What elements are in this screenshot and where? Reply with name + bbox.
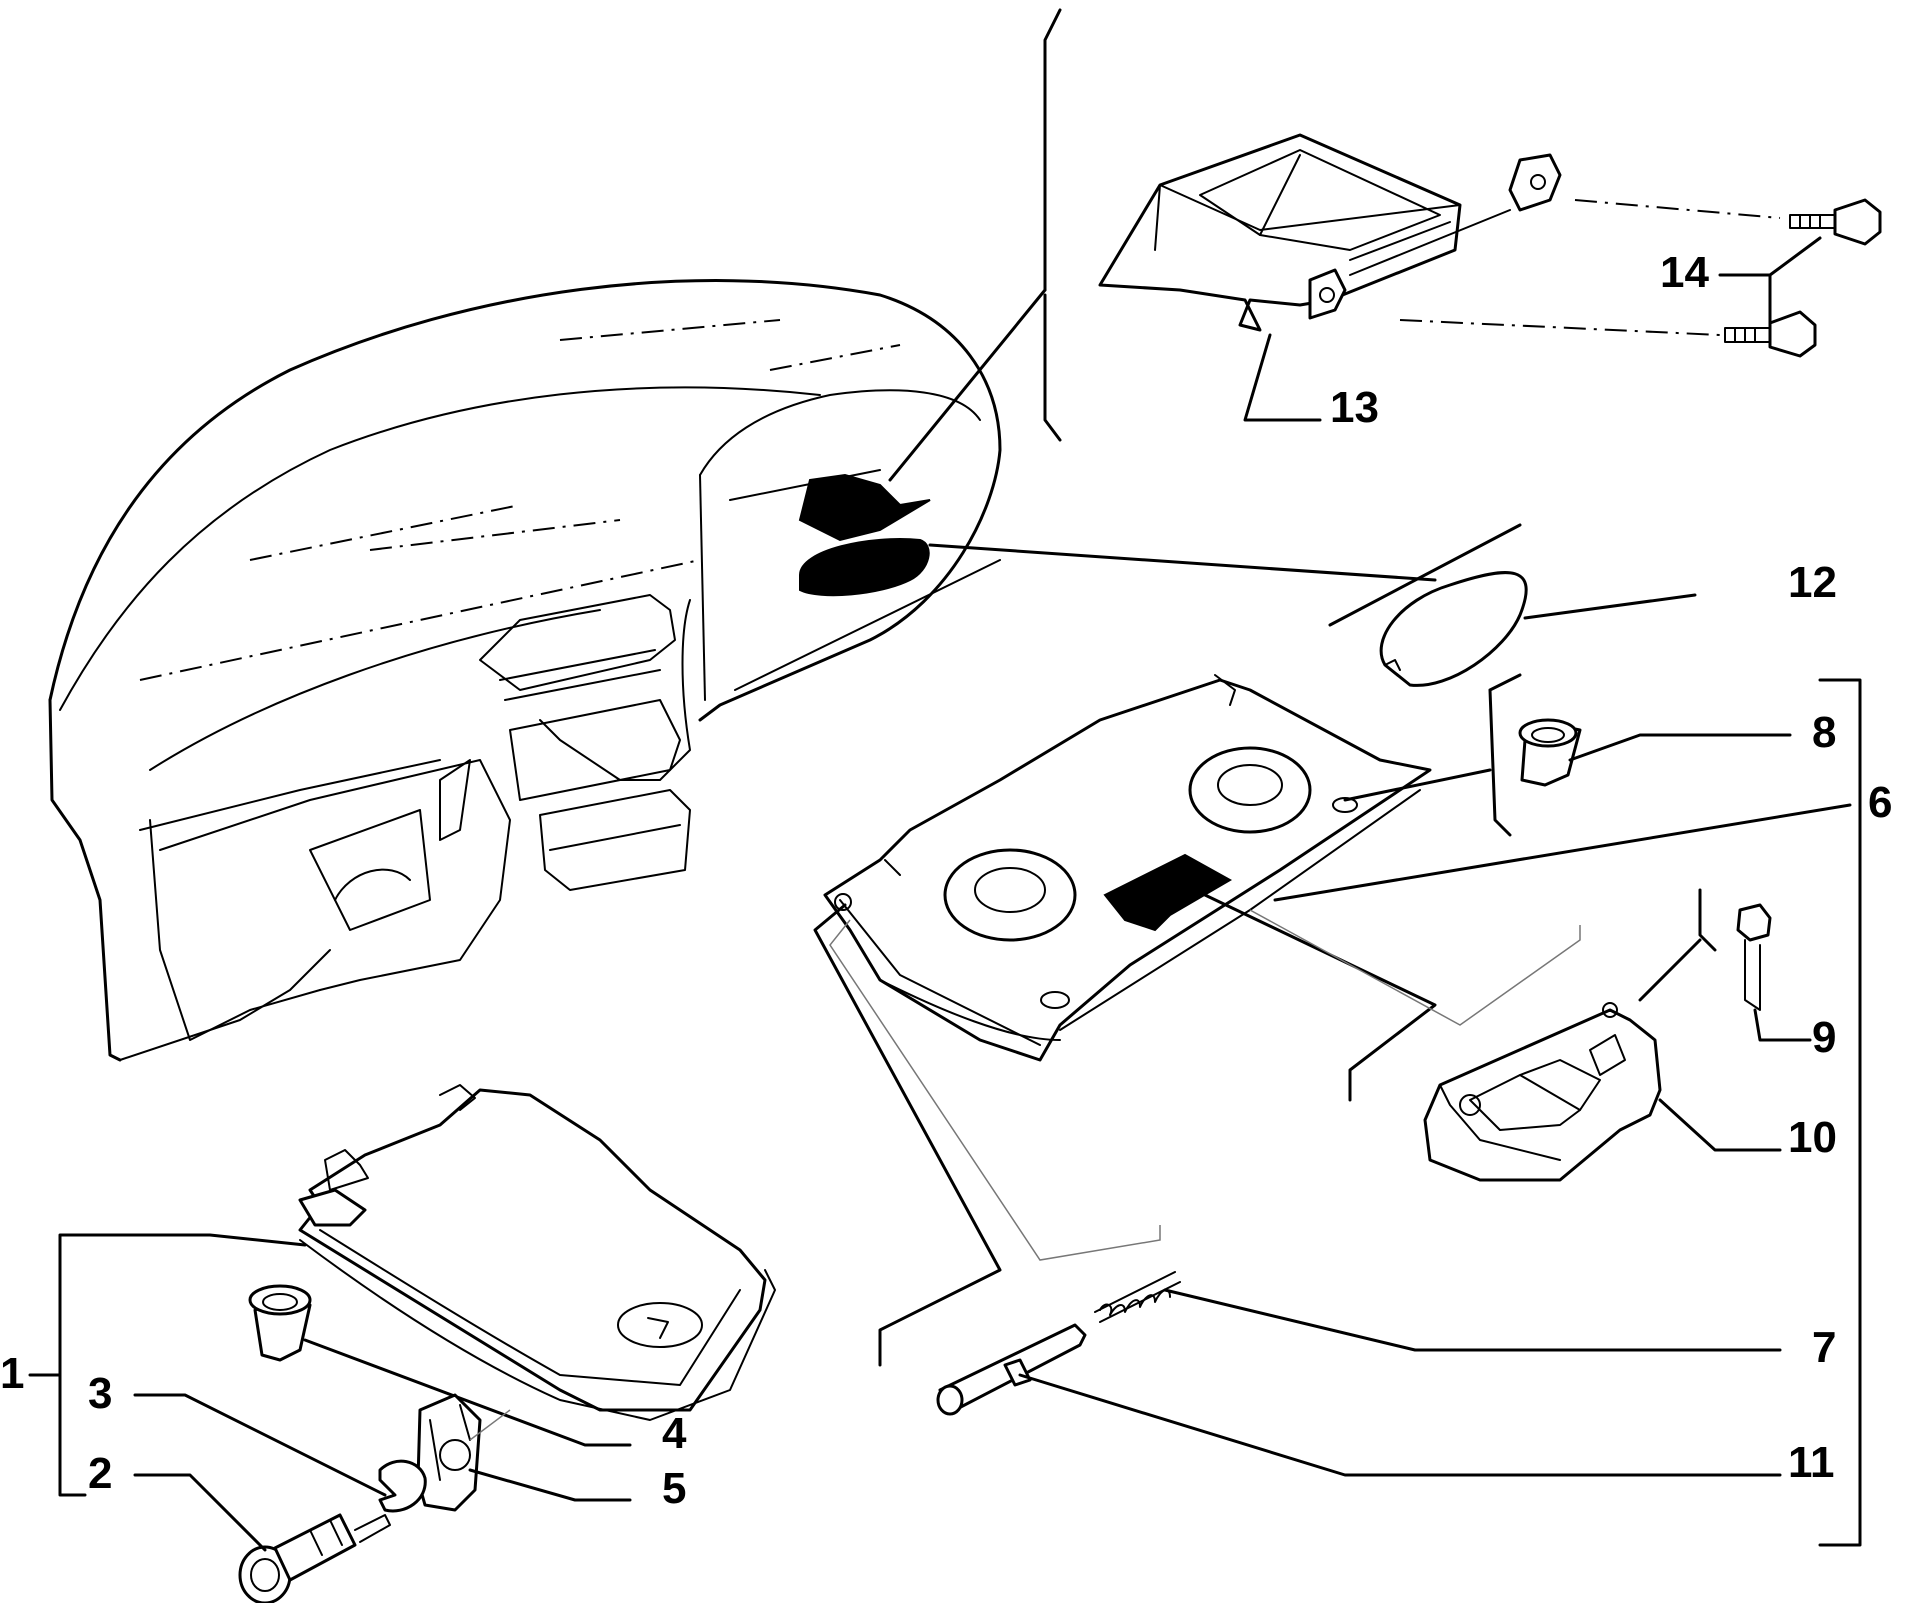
part-2-lock-cylinder	[238, 1513, 391, 1603]
part-12-cover	[1379, 571, 1528, 687]
leader-5	[468, 1468, 632, 1502]
leader-to-8-small	[1343, 768, 1492, 802]
part-1-glovebox-lid	[298, 1084, 776, 1421]
label-12: 12	[1788, 558, 1837, 607]
label-8: 8	[1812, 708, 1836, 757]
part-9-screw	[1736, 903, 1772, 1011]
leader-11	[1018, 1373, 1782, 1477]
leader-7	[1163, 1288, 1782, 1352]
label-1: 1	[0, 1349, 24, 1398]
label-9: 9	[1812, 1013, 1836, 1062]
label-10: 10	[1788, 1113, 1837, 1162]
leader-13	[1243, 333, 1322, 422]
faint-line-5	[469, 1409, 511, 1441]
label-14: 14	[1660, 248, 1709, 297]
leader-6-to-latch	[1203, 893, 1437, 1102]
part-6-glovebox-housing	[823, 674, 1432, 1062]
label-5: 5	[662, 1464, 686, 1513]
leader-8	[1568, 733, 1792, 762]
leader-12	[1523, 593, 1697, 620]
bracket-9	[1638, 888, 1717, 1002]
part-7-spring	[1094, 1271, 1181, 1323]
part-14-screws	[1399, 198, 1882, 358]
label-2: 2	[88, 1449, 112, 1498]
leader-dash-to-13	[888, 288, 1047, 482]
bracket-6-11	[1818, 678, 1862, 1547]
leader-dash-to-12	[928, 543, 1437, 582]
bracket-8	[1488, 673, 1522, 837]
leader-14	[1718, 236, 1822, 327]
bracket-1	[58, 1233, 307, 1497]
label-3: 3	[88, 1369, 112, 1418]
part-11-pin	[936, 1323, 1087, 1416]
leader-10	[1658, 1098, 1782, 1152]
dashboard-illustration	[48, 279, 1002, 1062]
faint-line-6	[1249, 909, 1581, 1026]
label-13: 13	[1330, 383, 1379, 432]
label-6: 6	[1868, 778, 1892, 827]
label-4: 4	[662, 1409, 687, 1458]
leader-9	[1753, 1008, 1812, 1042]
leader-housing-to-pin	[813, 903, 1002, 1367]
leader-3	[133, 1393, 387, 1497]
label-7: 7	[1812, 1323, 1836, 1372]
part-10-latch	[1423, 1002, 1662, 1182]
label-11: 11	[1788, 1438, 1835, 1487]
leader-12-bracket	[1328, 523, 1522, 627]
part-3-clip	[378, 1459, 427, 1513]
faint-line-pin	[829, 919, 1161, 1261]
bracket-13	[1043, 8, 1062, 442]
part-13-bracket	[1098, 133, 1562, 332]
leader-2	[133, 1473, 267, 1552]
part-5-lock-plate	[416, 1393, 482, 1512]
part-8-buffer	[1518, 718, 1582, 787]
leader-4	[303, 1338, 632, 1447]
leader-6	[1273, 803, 1852, 902]
part-4-buffer	[248, 1284, 312, 1362]
